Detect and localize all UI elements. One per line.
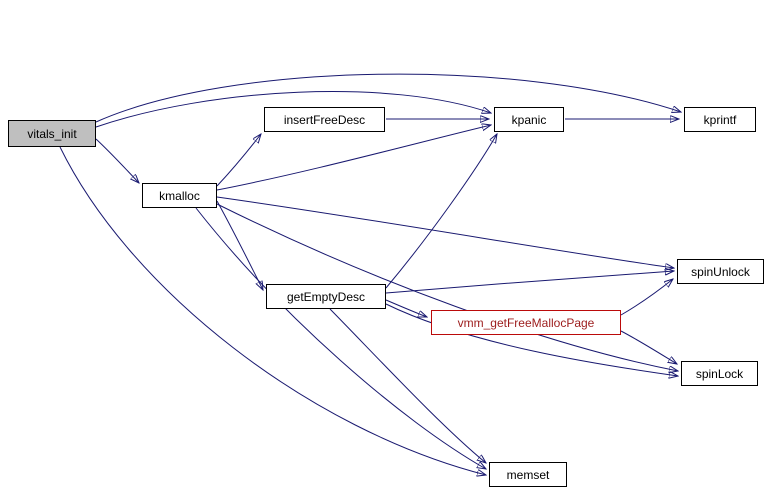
node-insertFreeDesc[interactable]: insertFreeDesc [264, 107, 385, 132]
edge-vmm_getFreeMallocPage-spinUnlock [620, 279, 673, 316]
edge-getEmptyDesc-memset [329, 308, 486, 463]
edge-vmm_getFreeMallocPage-spinLock [620, 330, 677, 364]
edge-vitals_init-kpanic [95, 91, 491, 128]
node-vmm_getFreeMallocPage[interactable]: vmm_getFreeMallocPage [431, 310, 621, 335]
node-kmalloc[interactable]: kmalloc [142, 183, 217, 208]
node-kpanic[interactable]: kpanic [494, 107, 564, 132]
edge-vitals_init-kprintf [95, 73, 681, 123]
edge-kmalloc-getEmptyDesc [216, 200, 263, 290]
edge-getEmptyDesc-kpanic [385, 134, 497, 289]
edge-getEmptyDesc-spinUnlock [385, 271, 674, 294]
edge-getEmptyDesc-spinLock [385, 303, 678, 376]
edge-kmalloc-kpanic [216, 125, 491, 191]
edge-vitals_init-memset [59, 146, 486, 475]
edge-kmalloc-memset [195, 207, 486, 469]
edge-kmalloc-insertFreeDesc [216, 134, 261, 187]
node-kprintf[interactable]: kprintf [684, 107, 756, 132]
node-memset[interactable]: memset [489, 462, 567, 487]
node-spinUnlock[interactable]: spinUnlock [677, 259, 764, 284]
node-spinLock[interactable]: spinLock [681, 361, 758, 386]
node-getEmptyDesc[interactable]: getEmptyDesc [266, 284, 386, 309]
edge-getEmptyDesc-vmm_getFreeMallocPage [385, 299, 427, 317]
edge-vitals_init-kmalloc [95, 138, 139, 183]
edge-kmalloc-spinUnlock [216, 196, 674, 268]
node-vitals_init: vitals_init [8, 120, 96, 147]
edge-kmalloc-spinLock [216, 203, 678, 371]
